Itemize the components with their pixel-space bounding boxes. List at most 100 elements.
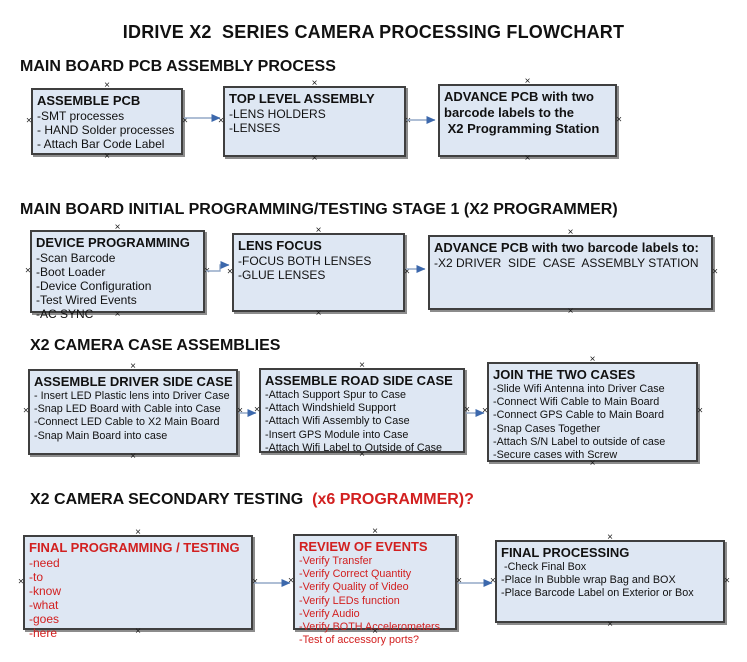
- flow-box-assemble-driver-side-case: ASSEMBLE DRIVER SIDE CASE - Insert LED P…: [28, 369, 238, 455]
- box-item-line: -Place In Bubble wrap Bag and BOX: [501, 574, 676, 587]
- box-title: FINAL PROGRAMMING / TESTING: [29, 540, 240, 555]
- connection-point-icon: [288, 579, 294, 585]
- box-item-line: -what: [29, 598, 59, 612]
- connection-point-icon: [490, 578, 496, 584]
- box-item-line: -Snap LED Board with Cable into Case: [34, 403, 221, 416]
- box-item-line: -Test of accessory ports?: [299, 634, 420, 647]
- box-item-line: -goes: [29, 612, 60, 626]
- connection-point-icon: [227, 269, 233, 275]
- connection-point-icon: [312, 81, 318, 87]
- connection-point-icon: [204, 268, 210, 274]
- box-title: ASSEMBLE PCB: [37, 93, 141, 108]
- box-item-line: -Attach Wifi Assembly to Case: [265, 415, 410, 428]
- box-item-line: -Attach Support Spur to Case: [265, 389, 407, 401]
- connection-point-icon: [712, 269, 718, 275]
- connection-point-icon: [254, 407, 260, 413]
- connection-point-icon: [525, 156, 531, 162]
- box-items: -FOCUS BOTH LENSES-GLUE LENSES: [238, 254, 400, 282]
- connection-point-icon: [482, 409, 488, 415]
- box-title: ASSEMBLE ROAD SIDE CASE: [265, 373, 453, 388]
- box-item-line: -X2 DRIVER SIDE CASE ASSEMBLY STATION: [434, 256, 699, 270]
- box-items: -LENS HOLDERS-LENSES: [229, 107, 401, 135]
- flow-box-lens-focus: LENS FOCUS -FOCUS BOTH LENSES-GLUE LENSE…: [232, 233, 405, 312]
- connection-point-icon: [616, 117, 622, 123]
- connection-point-icon: [316, 311, 322, 317]
- section-heading-case-assemblies: X2 CAMERA CASE ASSEMBLIES: [30, 337, 281, 354]
- flow-box-advance-pcb-programming-station: ADVANCE PCB with two barcode labels to t…: [438, 84, 617, 157]
- box-title: LENS FOCUS: [238, 238, 322, 253]
- connection-point-icon: [724, 578, 730, 584]
- box-items: -Attach Support Spur to Case-Attach Wind…: [265, 389, 460, 455]
- box-item-line: - HAND Solder processes: [37, 123, 175, 137]
- box-item-line: -SMT processes: [37, 109, 125, 123]
- box-item-line: -Test Wired Events: [36, 293, 137, 307]
- box-items: - Insert LED Plastic lens into Driver Ca…: [34, 390, 233, 443]
- box-item-line: -Snap Cases Together: [493, 422, 601, 435]
- box-title: JOIN THE TWO CASES: [493, 367, 636, 382]
- box-title: DEVICE PROGRAMMING: [36, 235, 190, 250]
- box-item-line: -LENSES: [229, 121, 281, 135]
- connection-point-icon: [312, 156, 318, 162]
- box-item-line: -Boot Loader: [36, 265, 106, 279]
- connection-point-icon: [372, 529, 378, 535]
- flow-box-advance-pcb-driver-side: ADVANCE PCB with two barcode labels to: …: [428, 235, 713, 310]
- connection-point-icon: [25, 268, 31, 274]
- connection-point-icon: [359, 363, 365, 369]
- section-heading-secondary-testing: X2 CAMERA SECONDARY TESTING (x6 PROGRAMM…: [30, 491, 474, 509]
- box-item-line: -Connect GPS Cable to Main Board: [493, 409, 665, 422]
- box-item-line: -here: [29, 626, 58, 640]
- connection-point-icon: [104, 83, 110, 89]
- box-item-line: -Secure cases with Screw: [493, 449, 618, 462]
- box-item-line: -Snap Main Board into case: [34, 429, 168, 442]
- connection-point-icon: [104, 154, 110, 160]
- connection-point-icon: [525, 79, 531, 85]
- connection-point-icon: [182, 118, 188, 124]
- connection-point-icon: [568, 309, 574, 315]
- connector-device-programming-to-lens-focus: [206, 261, 230, 272]
- box-item-line: -Connect Wifi Cable to Main Board: [493, 396, 660, 409]
- box-item-line: -Verify LEDs function: [299, 594, 400, 607]
- flow-box-join-the-two-cases: JOIN THE TWO CASES -Slide Wifi Antenna i…: [487, 362, 698, 462]
- box-item-line: -know: [29, 584, 62, 598]
- flow-box-device-programming: DEVICE PROGRAMMING -Scan Barcode-Boot Lo…: [30, 230, 205, 321]
- connection-point-icon: [130, 454, 136, 460]
- connection-point-icon: [252, 579, 258, 585]
- box-title: ADVANCE PCB with two barcode labels to:: [434, 240, 699, 255]
- box-item-line: -need: [29, 556, 60, 570]
- flow-box-review-of-events: REVIEW OF EVENTS -Verify Transfer-Verify…: [293, 534, 457, 646]
- box-items: -Check Final Box-Place In Bubble wrap Ba…: [501, 561, 720, 601]
- page-title: IDRIVE X2 SERIES CAMERA PROCESSING FLOWC…: [122, 22, 625, 42]
- connection-point-icon: [218, 118, 224, 124]
- box-item-line: -Scan Barcode: [36, 251, 116, 265]
- box-item-line: -AC SYNC: [36, 307, 94, 321]
- section-heading-pcb-assembly: MAIN BOARD PCB ASSEMBLY PROCESS: [20, 58, 336, 75]
- connection-point-icon: [697, 409, 703, 415]
- connection-point-icon: [568, 230, 574, 236]
- box-title: ADVANCE PCB with two barcode labels to t…: [444, 89, 600, 136]
- connection-point-icon: [26, 118, 32, 124]
- connection-point-icon: [607, 622, 613, 628]
- connection-point-icon: [115, 225, 121, 231]
- box-items: -Scan Barcode-Boot Loader-Device Configu…: [36, 251, 200, 321]
- flow-box-assemble-pcb: ASSEMBLE PCB -SMT processes- HAND Solder…: [31, 88, 183, 155]
- box-items: -Verify Transfer-Verify Correct Quantity…: [299, 555, 452, 647]
- heading-black-part: X2 CAMERA SECONDARY TESTING: [30, 491, 308, 508]
- box-items: -need-to-know-what-goes-here: [29, 556, 248, 640]
- box-item-line: -Device Configuration: [36, 279, 152, 293]
- box-item-line: -Attach S/N Label to outside of case: [493, 435, 666, 448]
- box-item-line: - Insert LED Plastic lens into Driver Ca…: [34, 390, 230, 402]
- flow-box-final-processing: FINAL PROCESSING -Check Final Box-Place …: [495, 540, 725, 623]
- box-item-line: -LENS HOLDERS: [229, 107, 326, 121]
- box-item-line: -Slide Wifi Antenna into Driver Case: [493, 383, 665, 395]
- box-item-line: -Verify Audio: [299, 607, 360, 620]
- box-title: ASSEMBLE DRIVER SIDE CASE: [34, 374, 233, 389]
- box-item-line: -Place Barcode Label on Exterior or Box: [501, 587, 694, 600]
- box-items: -X2 DRIVER SIDE CASE ASSEMBLY STATION: [434, 256, 708, 270]
- box-item-line: -Connect LED Cable to X2 Main Board: [34, 416, 220, 429]
- connection-point-icon: [590, 357, 596, 363]
- box-item-line: - Attach Bar Code Label: [37, 137, 165, 151]
- connection-point-icon: [607, 535, 613, 541]
- box-item-line: -Verify Quality of Video: [299, 581, 409, 594]
- connection-point-icon: [405, 118, 411, 124]
- box-item-line: -Insert GPS Module into Case: [265, 428, 409, 441]
